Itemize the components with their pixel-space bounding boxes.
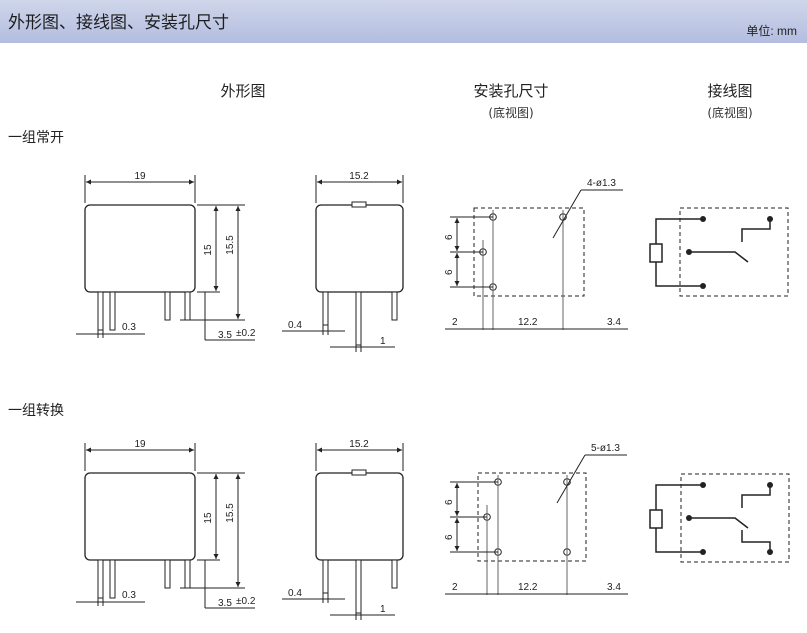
sec0-dim-v1-arrow-b <box>454 246 460 251</box>
sec0-dim-pin-w-label: 0.4 <box>288 320 302 331</box>
sec0-dim-hm-label: 12.2 <box>518 317 538 328</box>
sec0-dim-width-label: 19 <box>134 171 146 182</box>
sec0-dim-pin-tol-label: ±0.2 <box>236 328 256 339</box>
sec0-dim-h2-arrow-a <box>235 206 241 211</box>
sec1-dim-width-label: 19 <box>134 439 146 450</box>
sec0-pin-front-0 <box>97 291 104 331</box>
sec1-dim-depth-arrow-a <box>317 447 322 453</box>
sec0-pin-front-3 <box>184 291 191 321</box>
sec0-pin-side-2 <box>391 291 398 321</box>
sec0-dim-hr-label: 3.4 <box>607 317 621 328</box>
sec1-dim-h2-label: 15.5 <box>225 503 236 523</box>
sec1-dim-pin-len-label: 3.5 <box>218 598 232 609</box>
sec1-dim-v2-arrow-b <box>454 546 460 551</box>
sec0-dim-v2-arrow-a <box>454 253 460 258</box>
sec0-dim-pitch-label: 1 <box>380 336 386 347</box>
page-title: 外形图、接线图、安装孔尺寸 <box>8 13 229 33</box>
sec1-relay-body-side <box>315 472 404 561</box>
sec1-mount-outline <box>477 472 587 562</box>
sec0-relay-body-front <box>84 204 196 293</box>
sec0-dim-h1-label: 15 <box>203 244 214 256</box>
section-label-co: 一组转换 <box>8 403 64 419</box>
sec1-dim-h1-label: 15 <box>203 512 214 524</box>
sec0-common-arm <box>689 251 749 263</box>
sec0-dim-v2-arrow-b <box>454 281 460 286</box>
sec0-dim-width-arrow-a <box>86 179 91 185</box>
sec0-dim-h1-arrow-a <box>213 206 219 211</box>
sec1-dim-depth-label: 15.2 <box>349 439 369 450</box>
sec0-pin-side-0 <box>322 291 329 326</box>
sec1-dim-h2-arrow-a <box>235 474 241 479</box>
sec1-coil-lead <box>655 484 703 553</box>
header-bar: 外形图、接线图、安装孔尺寸 单位: mm <box>0 0 807 43</box>
sec1-dim-h1-arrow-b <box>213 554 219 559</box>
sec1-pin-side-2 <box>391 559 398 589</box>
sec0-hole-leader <box>552 189 582 239</box>
sec0-dim-v1-arrow-a <box>454 218 460 223</box>
sec1-dim-v2-arrow-a <box>454 518 460 523</box>
sec1-dim-v1-arrow-b <box>454 511 460 516</box>
sec1-dim-pin-t-label: 0.3 <box>122 590 136 601</box>
sec0-dim-width-arrow-b <box>189 179 194 185</box>
outline-heading: 外形图 <box>220 82 266 100</box>
wiring-heading: 接线图 <box>707 82 753 100</box>
sec1-dim-pin-tol-label: ±0.2 <box>236 596 256 607</box>
sec1-dim-v2-label: 6 <box>444 534 455 540</box>
sec1-pin-front-1 <box>109 559 116 599</box>
sec1-hole-leader <box>556 454 586 504</box>
sec1-dim-v1-arrow-a <box>454 483 460 488</box>
sec0-side-tab <box>351 201 367 208</box>
sec1-pin-front-2 <box>164 559 171 589</box>
sec1-dim-depth-arrow-b <box>397 447 402 453</box>
sec0-dim-v2-label: 6 <box>444 269 455 275</box>
sec0-dim-h2-arrow-b <box>235 314 241 319</box>
sec1-relay-body-front <box>84 472 196 561</box>
sec1-dim-pin-w-label: 0.4 <box>288 588 302 599</box>
sec1-dim-pitch-label: 1 <box>380 604 386 615</box>
sec1-coil-symbol <box>649 509 663 529</box>
sec0-dim-v1-label: 6 <box>444 234 455 240</box>
sec0-dim-depth-arrow-a <box>317 179 322 185</box>
sec0-no-contact <box>741 219 771 242</box>
sec0-pin-front-1 <box>109 291 116 331</box>
sec0-dim-depth-arrow-b <box>397 179 402 185</box>
sec0-dim-hl-label: 2 <box>452 317 458 328</box>
sec0-hole-spec-label: 4-ø1.3 <box>587 178 616 189</box>
sec1-pin-front-0 <box>97 559 104 599</box>
mounting-subheading: (底视图) <box>488 106 534 120</box>
sec0-dim-h2-label: 15.5 <box>225 235 236 255</box>
sec0-coil-symbol <box>649 243 663 263</box>
sec0-pin-front-2 <box>164 291 171 321</box>
sec1-dim-hm-label: 12.2 <box>518 582 538 593</box>
sec0-coil-lead <box>655 218 703 287</box>
sec0-mount-outline <box>473 207 585 297</box>
sec1-nc-contact <box>741 530 771 552</box>
sec1-dim-h1-arrow-a <box>213 474 219 479</box>
sec1-side-tab <box>351 469 367 476</box>
sec0-dim-pin-len-label: 3.5 <box>218 330 232 341</box>
sec1-no-contact <box>741 485 771 508</box>
sec1-dim-hr-label: 3.4 <box>607 582 621 593</box>
sec1-pin-side-1 <box>355 559 362 614</box>
unit-label: 单位: mm <box>746 24 797 38</box>
sec0-relay-body-side <box>315 204 404 293</box>
wiring-subheading: (底视图) <box>707 106 753 120</box>
sec1-dim-v1-label: 6 <box>444 499 455 505</box>
mounting-heading: 安装孔尺寸 <box>473 82 549 100</box>
sec1-pin-front-3 <box>184 559 191 589</box>
sec1-hole-spec-label: 5-ø1.3 <box>591 443 620 454</box>
sec0-pin-side-1 <box>355 291 362 346</box>
sec1-pin-side-0 <box>322 559 329 594</box>
sec1-common-arm <box>689 517 749 529</box>
sec0-dim-depth-label: 15.2 <box>349 171 369 182</box>
sec1-dim-width-arrow-b <box>189 447 194 453</box>
sec1-dim-width-arrow-a <box>86 447 91 453</box>
sec0-dim-h1-arrow-b <box>213 286 219 291</box>
sec1-dim-h2-arrow-b <box>235 582 241 587</box>
sec1-dim-hl-label: 2 <box>452 582 458 593</box>
sec0-dim-pin-t-label: 0.3 <box>122 322 136 333</box>
section-label-no: 一组常开 <box>8 130 64 146</box>
